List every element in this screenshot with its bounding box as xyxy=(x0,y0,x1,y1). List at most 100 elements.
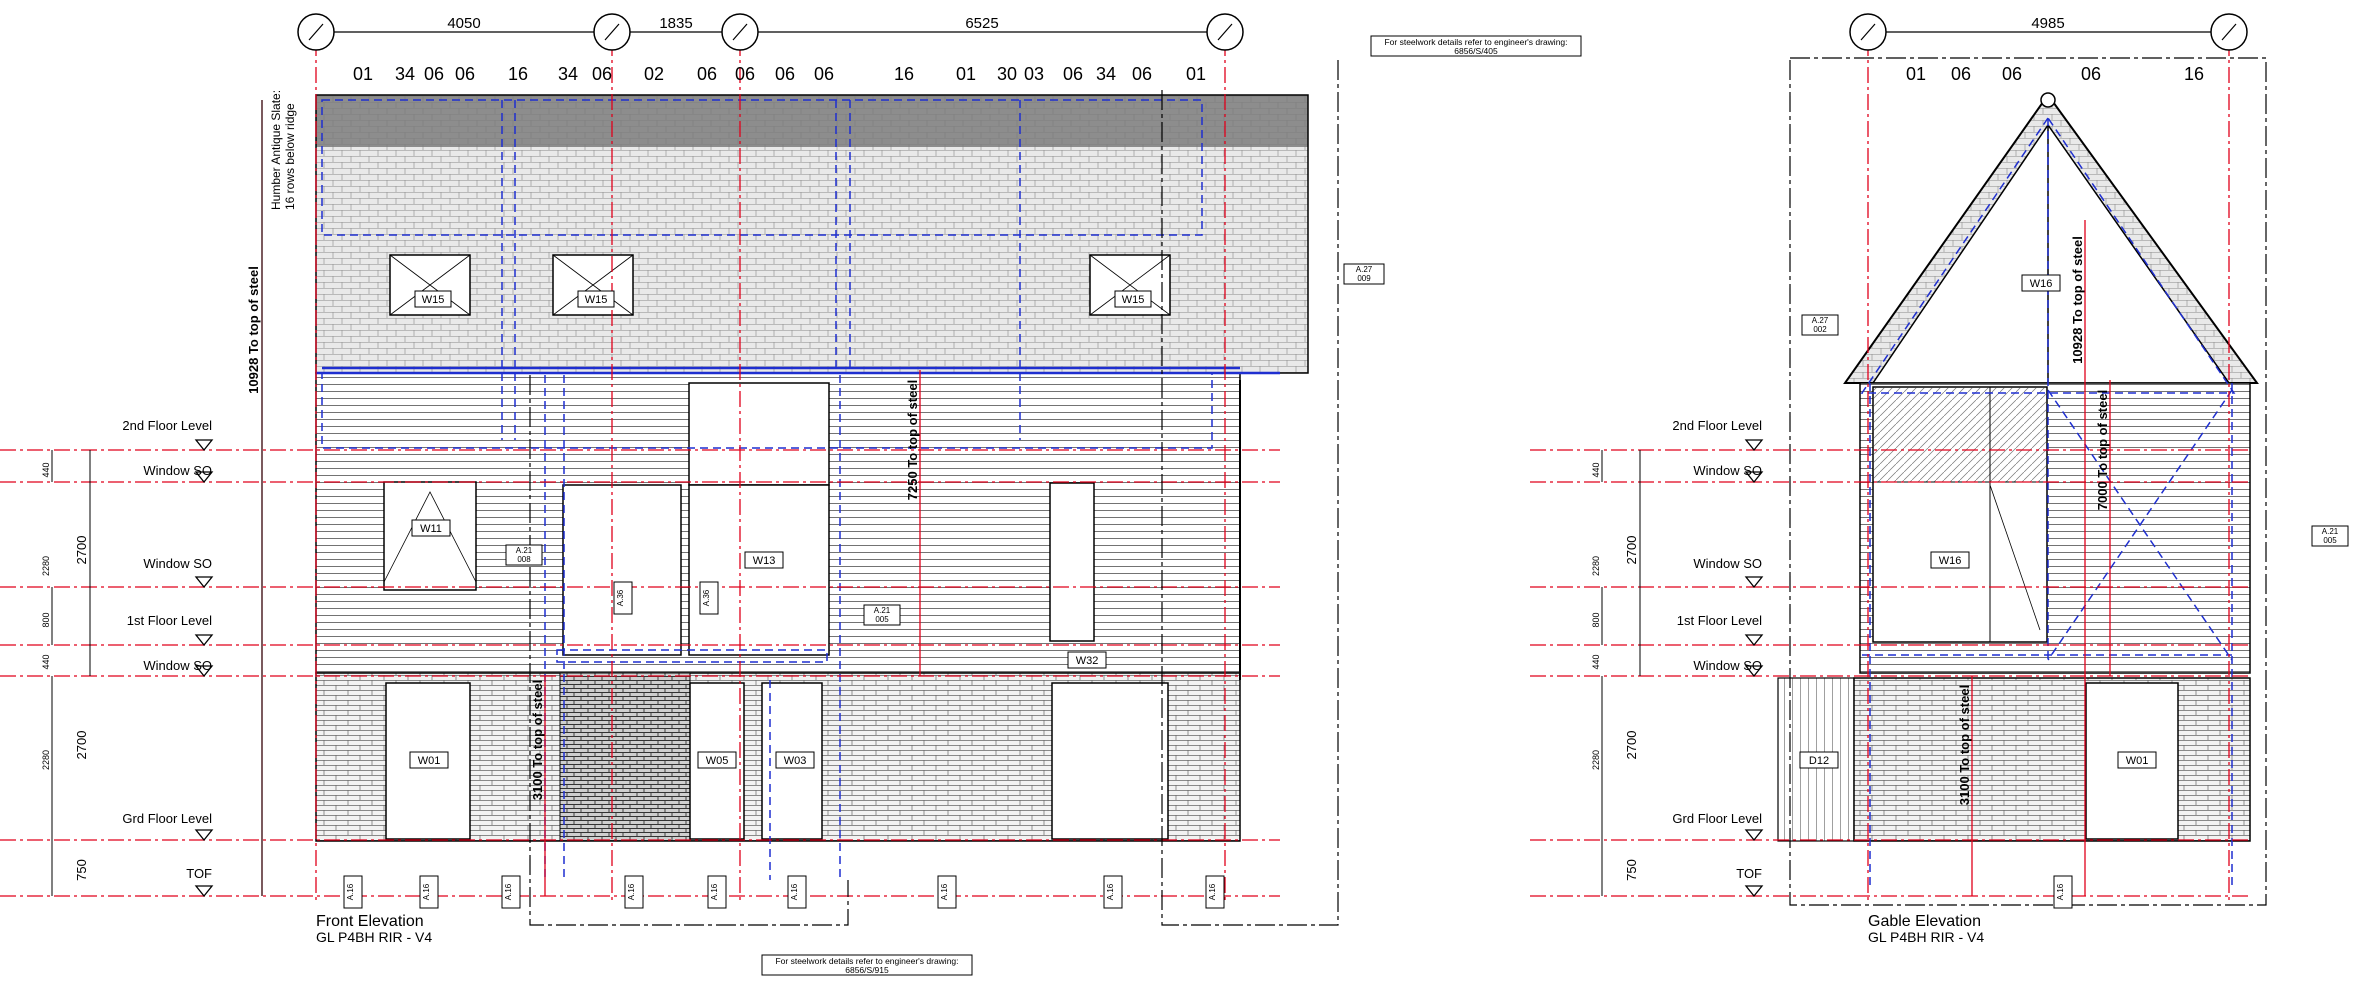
steel-note-bottom-line2: 6856/S/915 xyxy=(845,965,889,975)
dim-2280: 2280 xyxy=(1591,750,1601,770)
detail-callout-a36: A.36 xyxy=(616,589,625,606)
level-window-so: Window SO xyxy=(1693,463,1762,478)
detail-callout-a27: A.27 xyxy=(1812,316,1829,325)
roof-shade xyxy=(316,95,1308,147)
steel-dim-gable-main: 10928 To top of steel xyxy=(2070,236,2085,364)
grid-dim-1: 4050 xyxy=(447,15,480,32)
level-window-so: Window SO xyxy=(143,463,212,478)
level-window-so: Window SO xyxy=(143,658,212,673)
steel-dim-gable-low: 3100 To top of steel xyxy=(1957,685,1972,805)
window-tag-w01: W01 xyxy=(2126,755,2149,767)
steel-note-bottom-line1: For steelwork details refer to engineer'… xyxy=(775,956,958,966)
element-code: 06 xyxy=(424,64,444,84)
door-tag-d12: D12 xyxy=(1809,755,1829,767)
element-code: 34 xyxy=(1096,64,1116,84)
element-code: 06 xyxy=(1951,64,1971,84)
grid-dim-gable: 4985 xyxy=(2031,15,2064,32)
steel-dim-gable-mid: 7000 To top of steel xyxy=(2095,390,2110,510)
element-code: 01 xyxy=(1906,64,1926,84)
dim-750: 750 xyxy=(74,859,89,881)
window-tag-w32: W32 xyxy=(1076,655,1099,667)
level-tof: TOF xyxy=(1736,866,1762,881)
detail-callout-ref: 002 xyxy=(1813,325,1827,334)
dim-2280: 2280 xyxy=(41,556,51,576)
detail-callout-a16: A.16 xyxy=(790,883,799,900)
grid-lines xyxy=(0,40,2250,900)
window-tag-w11: W11 xyxy=(420,523,442,535)
detail-callout-a16: A.16 xyxy=(710,883,719,900)
dim-2700: 2700 xyxy=(1624,731,1639,760)
dim-2700: 2700 xyxy=(1624,536,1639,565)
steel-dim-front-mid: 7250 To top of steel xyxy=(905,380,920,500)
element-code: 02 xyxy=(644,64,664,84)
steel-dim-front-main: 10928 To top of steel xyxy=(246,266,261,394)
element-code: 06 xyxy=(735,64,755,84)
level-window-so: Window SO xyxy=(1693,658,1762,673)
element-code: 06 xyxy=(1063,64,1083,84)
element-code: 01 xyxy=(1186,64,1206,84)
element-code: 06 xyxy=(697,64,717,84)
level-1st-floor: 1st Floor Level xyxy=(127,613,212,628)
element-code: 01 xyxy=(956,64,976,84)
dim-800: 800 xyxy=(41,612,51,627)
level-grd-floor: Grd Floor Level xyxy=(122,811,212,826)
detail-callout-a16: A.16 xyxy=(1106,883,1115,900)
detail-callout-a27: A.27 xyxy=(1356,265,1373,274)
element-code: 06 xyxy=(2002,64,2022,84)
window-tag-w01: W01 xyxy=(418,755,441,767)
element-code: 06 xyxy=(1132,64,1152,84)
element-code: 30 xyxy=(997,64,1017,84)
element-code: 06 xyxy=(592,64,612,84)
detail-callout-a21: A.21 xyxy=(874,606,891,615)
gable-elevation-title: Gable Elevation xyxy=(1868,913,1981,930)
steel-dim-front-low: 3100 To top of steel xyxy=(530,680,545,800)
element-code: 16 xyxy=(508,64,528,84)
dim-800: 800 xyxy=(1591,612,1601,627)
window-tag-w05: W05 xyxy=(706,755,729,767)
element-code: 06 xyxy=(814,64,834,84)
dim-440: 440 xyxy=(1591,462,1601,477)
dim-2280: 2280 xyxy=(1591,556,1601,576)
detail-callout-a16: A.16 xyxy=(1208,883,1217,900)
detail-callout-a21: A.21 xyxy=(516,546,533,555)
detail-callout-a16: A.16 xyxy=(346,883,355,900)
element-code: 06 xyxy=(775,64,795,84)
detail-callout-a16: A.16 xyxy=(627,883,636,900)
detail-callout-ref: 005 xyxy=(2323,536,2337,545)
element-code: 16 xyxy=(2184,64,2204,84)
front-elevation-subtitle: GL P4BH RIR - V4 xyxy=(316,929,432,945)
steel-note-top-line2: 6856/S/405 xyxy=(1454,46,1498,56)
detail-callout-a16: A.16 xyxy=(504,883,513,900)
level-2nd-floor: 2nd Floor Level xyxy=(1672,418,1762,433)
element-code: 16 xyxy=(894,64,914,84)
detail-callout-a16: A.16 xyxy=(940,883,949,900)
detail-callout-a21: A.21 xyxy=(2322,527,2339,536)
level-2nd-floor: 2nd Floor Level xyxy=(122,418,212,433)
slate-note-line1: Humber Antique Slate: xyxy=(269,90,283,210)
dim-2280: 2280 xyxy=(41,750,51,770)
grid-dim-2: 1835 xyxy=(659,15,692,32)
level-1st-floor: 1st Floor Level xyxy=(1677,613,1762,628)
window-tag-w15: W15 xyxy=(1122,294,1145,306)
element-code: 06 xyxy=(2081,64,2101,84)
level-window-so: Window SO xyxy=(143,556,212,571)
detail-callout-a36: A.36 xyxy=(702,589,711,606)
window-tag-w03: W03 xyxy=(784,755,807,767)
dim-440: 440 xyxy=(1591,654,1601,669)
dim-440: 440 xyxy=(41,462,51,477)
element-code: 34 xyxy=(558,64,578,84)
gable-elevation-subtitle: GL P4BH RIR - V4 xyxy=(1868,929,1984,945)
slate-note-line2: 16 rows below ridge xyxy=(283,103,297,210)
detail-callout-a16: A.16 xyxy=(2056,883,2065,900)
window-tag-w16: W16 xyxy=(2030,278,2053,290)
grid-dim-3: 6525 xyxy=(965,15,998,32)
detail-callout-a16: A.16 xyxy=(422,883,431,900)
detail-callout-ref: 009 xyxy=(1357,274,1371,283)
detail-callout-ref: 008 xyxy=(517,555,531,564)
detail-callout-ref: 005 xyxy=(875,615,889,624)
element-code: 06 xyxy=(455,64,475,84)
dim-440: 440 xyxy=(41,654,51,669)
element-code: 03 xyxy=(1024,64,1044,84)
